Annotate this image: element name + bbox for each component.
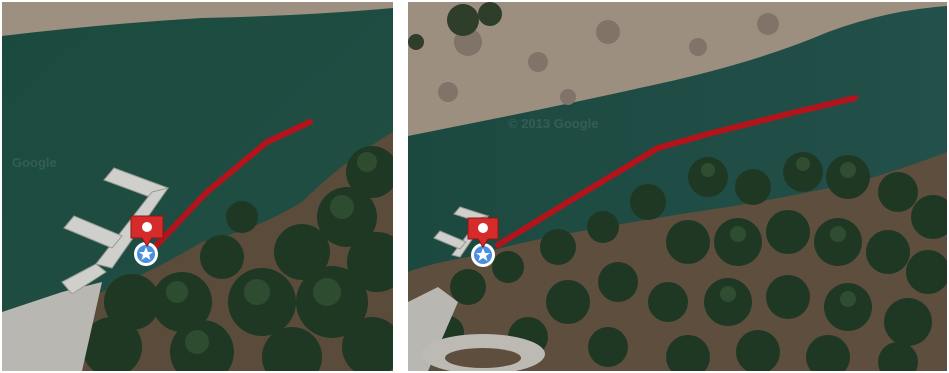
route-line — [151, 119, 313, 251]
rock-texture — [438, 13, 779, 105]
map-watermark: Google — [12, 155, 57, 170]
destination-pin[interactable] — [467, 217, 499, 248]
shore-shrubs — [408, 2, 502, 50]
tree-highlights — [166, 152, 377, 354]
ground-area — [408, 152, 947, 371]
star-icon — [476, 248, 490, 261]
tree-highlights — [701, 157, 856, 307]
star-icon — [139, 247, 153, 260]
route-line — [495, 95, 858, 248]
boat-ramp — [408, 287, 458, 371]
rocky-shore — [408, 2, 947, 136]
rocky-shore — [2, 2, 393, 36]
boat-ramp — [2, 282, 102, 371]
map-watermark: © 2013 Google — [508, 116, 599, 131]
parking-island — [445, 348, 521, 368]
satellite-map-right[interactable]: © 2013 Google — [408, 2, 947, 371]
map-panel-right[interactable]: © 2013 Google — [408, 2, 947, 371]
destination-pin[interactable] — [130, 215, 164, 247]
current-location-marker[interactable] — [471, 243, 495, 267]
current-location-marker[interactable] — [134, 242, 158, 266]
pin-dot-icon — [478, 223, 488, 233]
map-panel-left[interactable]: Google — [2, 2, 393, 371]
pin-dot-icon — [142, 222, 152, 232]
satellite-map-left[interactable]: Google — [2, 2, 393, 371]
